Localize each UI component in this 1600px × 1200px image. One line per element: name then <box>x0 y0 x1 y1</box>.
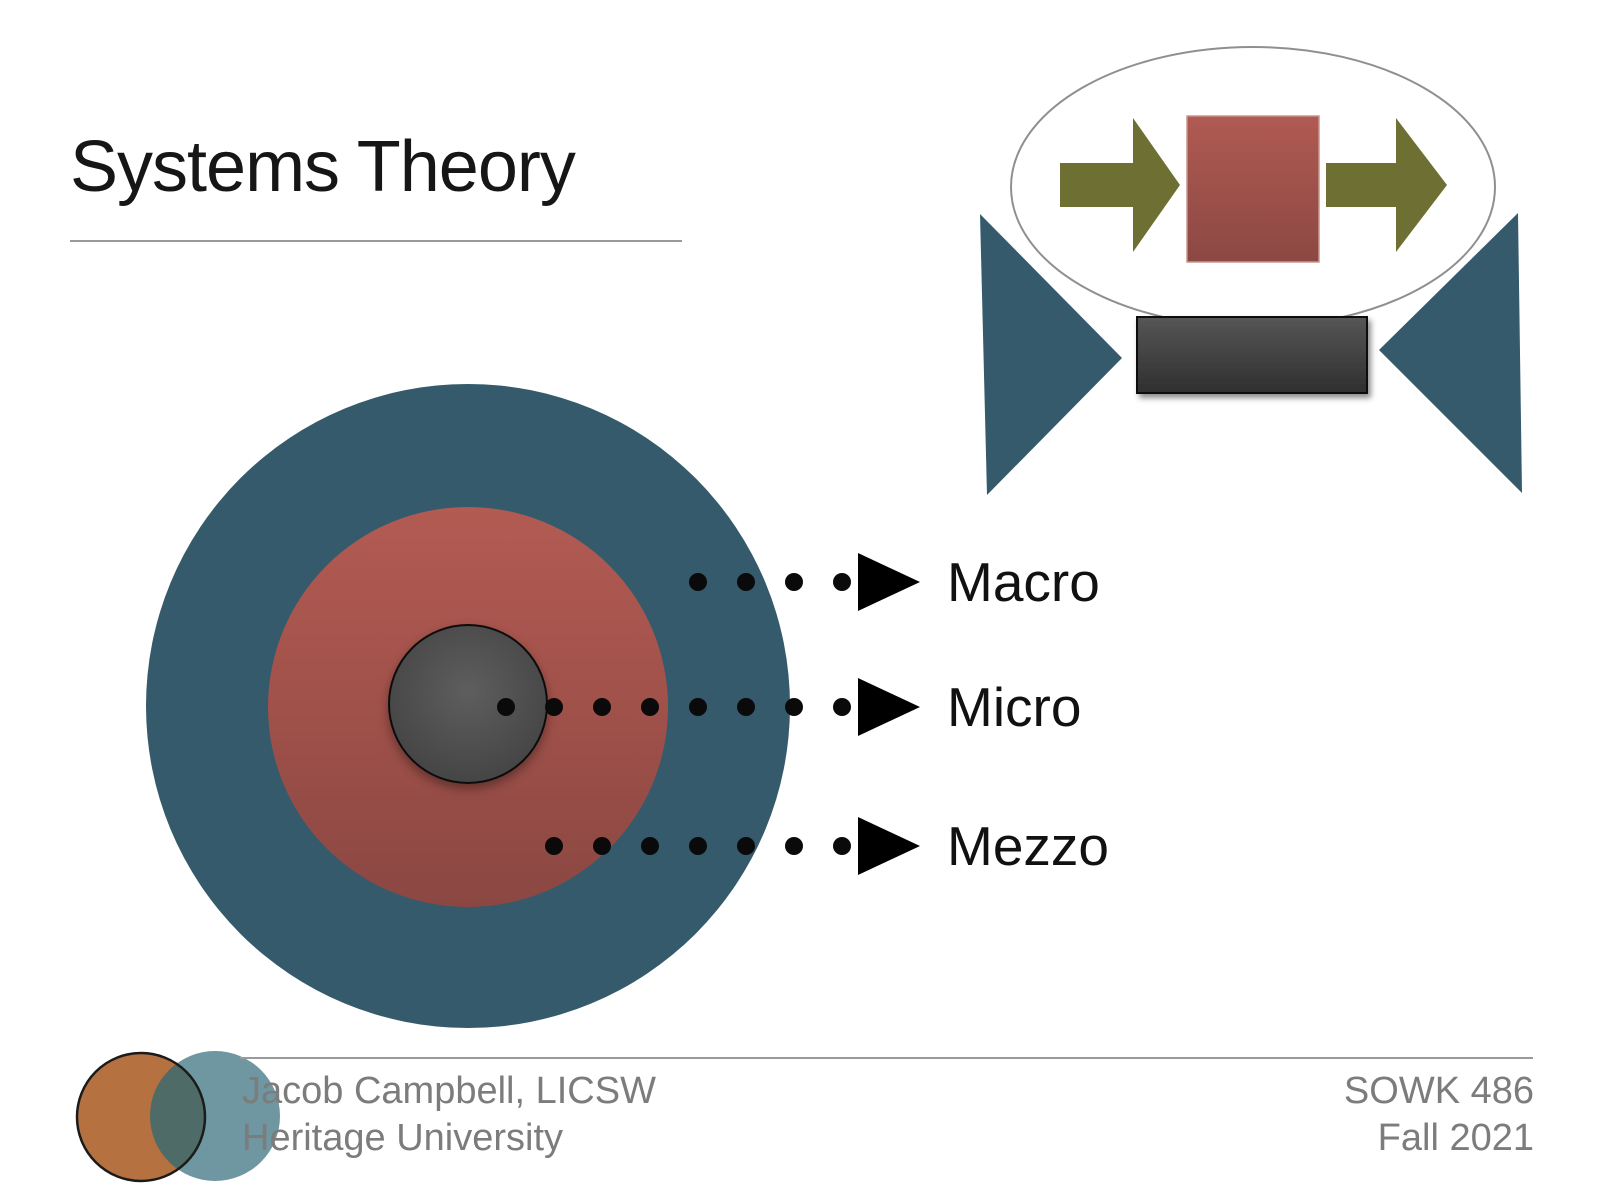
leader-dot <box>833 837 851 855</box>
system-square <box>1186 115 1320 263</box>
macro-leader-row: Macro <box>689 552 1100 612</box>
footer-course: SOWK 486 <box>1343 1070 1534 1112</box>
system-io-diagram <box>980 46 1522 495</box>
leader-dot <box>497 698 515 716</box>
leader-dot <box>641 837 659 855</box>
leader-dot <box>737 573 755 591</box>
micro-dotted-line <box>497 698 851 716</box>
leader-dot <box>737 698 755 716</box>
leader-dot <box>545 698 563 716</box>
leader-dot <box>785 837 803 855</box>
mezzo-leader-row: Mezzo <box>545 816 1109 876</box>
footer-term: Fall 2021 <box>1377 1117 1534 1159</box>
leader-dot <box>689 698 707 716</box>
leader-dot <box>545 837 563 855</box>
mezzo-label: Mezzo <box>947 814 1109 877</box>
leader-dot <box>833 698 851 716</box>
leader-dot <box>641 698 659 716</box>
mezzo-dotted-line <box>545 837 851 855</box>
logo <box>75 1051 280 1183</box>
leader-dot <box>785 573 803 591</box>
leader-dot <box>737 837 755 855</box>
footer-divider <box>240 1057 1533 1059</box>
macro-label: Macro <box>947 550 1100 613</box>
mezzo-pointer-icon <box>858 817 920 875</box>
micro-leader-row: Micro <box>497 677 1081 737</box>
leader-dot <box>593 837 611 855</box>
output-arrow-icon <box>1326 118 1447 252</box>
footer-institution: Heritage University <box>242 1117 563 1159</box>
leader-dot <box>689 573 707 591</box>
input-arrow-icon <box>1060 118 1180 252</box>
title-divider <box>70 240 682 242</box>
logo-orange-outline <box>75 1051 207 1183</box>
leader-dot <box>785 698 803 716</box>
footer-author-block: Jacob Campbell, LICSW Heritage Universit… <box>242 1068 656 1162</box>
macro-dotted-line <box>689 573 851 591</box>
environment-rect <box>1136 316 1368 394</box>
micro-pointer-icon <box>858 678 920 736</box>
slide-title: Systems Theory <box>70 127 576 207</box>
leader-dot <box>689 837 707 855</box>
left-teal-triangle <box>980 214 1122 495</box>
footer-course-block: SOWK 486 Fall 2021 <box>1344 1068 1534 1162</box>
footer-author: Jacob Campbell, LICSW <box>242 1070 656 1112</box>
logo-overlap-lens <box>150 1053 205 1181</box>
right-teal-triangle <box>1379 213 1522 493</box>
leader-dot <box>833 573 851 591</box>
macro-pointer-icon <box>858 553 920 611</box>
micro-label: Micro <box>947 675 1082 738</box>
leader-dot <box>593 698 611 716</box>
